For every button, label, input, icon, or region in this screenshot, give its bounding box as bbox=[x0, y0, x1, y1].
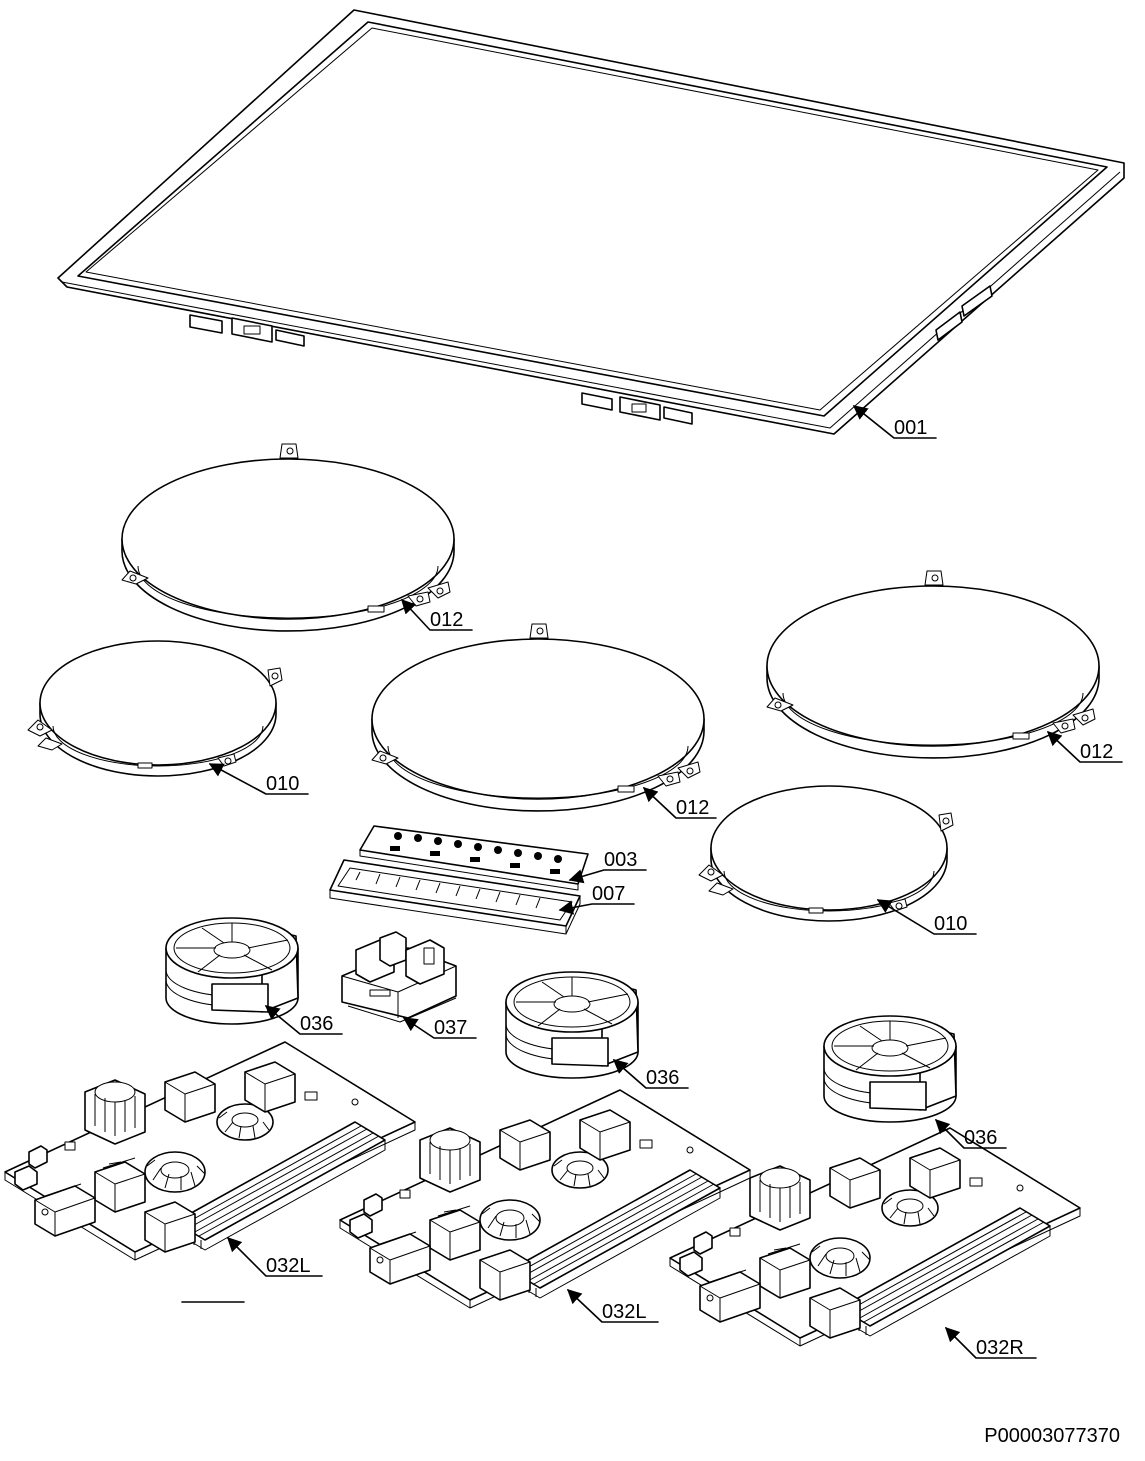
induction-coil-front-right bbox=[698, 785, 954, 922]
callout-012-center: 012 bbox=[676, 797, 709, 819]
control-housing bbox=[329, 859, 581, 935]
cooling-fan-left bbox=[165, 917, 299, 1025]
callout-001: 001 bbox=[894, 417, 927, 439]
callout-032R: 032R bbox=[976, 1337, 1024, 1359]
callout-036-center: 036 bbox=[646, 1067, 679, 1089]
callout-010-left: 010 bbox=[266, 773, 299, 795]
induction-coil-rear-right bbox=[766, 570, 1100, 759]
callout-032L-left: 032L bbox=[266, 1255, 311, 1277]
control-board bbox=[359, 825, 589, 891]
callout-032L-center: 032L bbox=[602, 1301, 647, 1323]
callout-003: 003 bbox=[604, 849, 637, 871]
cooling-fan-center bbox=[505, 971, 639, 1079]
cooling-fan-right bbox=[823, 1015, 957, 1123]
callout-007: 007 bbox=[592, 883, 625, 905]
callout-036-left: 036 bbox=[300, 1013, 333, 1035]
document-id: P00003077370 bbox=[984, 1425, 1120, 1447]
callout-012-rear-right: 012 bbox=[1080, 741, 1113, 763]
callout-leaders bbox=[208, 405, 1123, 1359]
callout-036-right: 036 bbox=[964, 1127, 997, 1149]
glass-top-plate bbox=[57, 9, 1125, 435]
callout-010-right: 010 bbox=[934, 913, 967, 935]
induction-coil-front-left bbox=[27, 640, 283, 777]
filter-module bbox=[341, 931, 457, 1023]
callout-012-rear-left: 012 bbox=[430, 609, 463, 631]
callout-037: 037 bbox=[434, 1017, 467, 1039]
induction-coil-center bbox=[371, 623, 705, 812]
